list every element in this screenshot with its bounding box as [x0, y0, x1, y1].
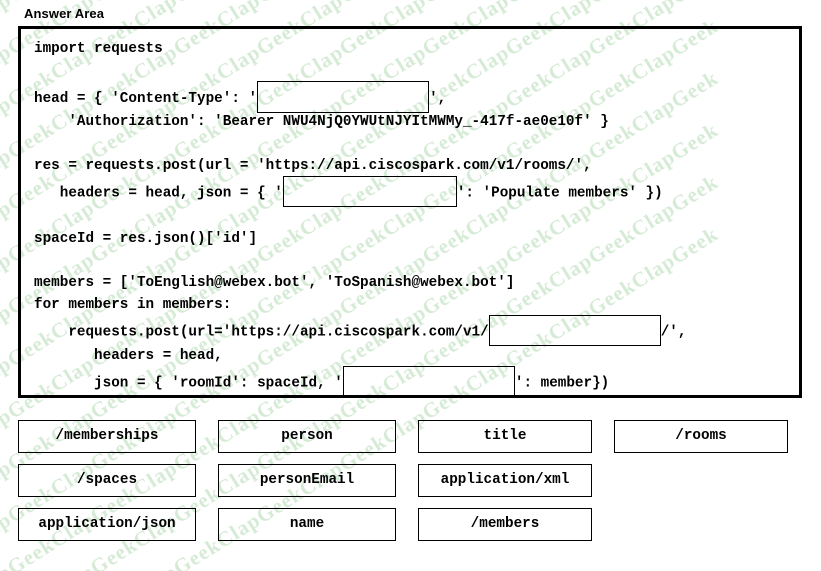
option-tile[interactable]: /spaces — [18, 464, 196, 497]
option-gap — [396, 420, 418, 453]
dropzone-3[interactable] — [488, 315, 661, 346]
code-blank-line — [34, 250, 794, 272]
option-tile[interactable]: person — [218, 420, 396, 453]
answer-options-grid: /memberships person title/rooms/spaces pers… — [18, 420, 804, 552]
code-line: res = requests.post(url = 'https://api.c… — [34, 158, 592, 174]
code-blank-line — [34, 133, 794, 155]
code-text-after-dropzone: ': member}) — [514, 375, 610, 392]
code-text-after-dropzone: /', — [660, 324, 687, 341]
option-tile[interactable]: /memberships — [18, 420, 196, 453]
code-text-before-dropzone: json = { 'roomId': spaceId, ' — [34, 375, 343, 392]
code-text-before-dropzone: head = { 'Content-Type': ' — [34, 90, 258, 107]
option-tile[interactable]: name — [218, 508, 396, 541]
code-line-with-dropzone: head = { 'Content-Type': ' ', — [34, 81, 794, 113]
option-gap — [196, 508, 218, 541]
code-line-with-dropzone: requests.post(url='https://api.ciscospar… — [34, 315, 794, 346]
option-row: application/json name/members — [18, 508, 804, 541]
code-line: for members in members: — [34, 297, 232, 313]
page-title: Answer Area — [24, 6, 105, 21]
code-line: headers = head, — [34, 348, 223, 364]
code-line: 'Authorization': 'Bearer NWU4NjQ0YWUtNJY… — [34, 114, 609, 130]
option-tile[interactable]: title — [418, 420, 592, 453]
option-tile[interactable]: application/xml — [418, 464, 592, 497]
option-tile[interactable]: personEmail — [218, 464, 396, 497]
option-tile[interactable]: /rooms — [614, 420, 788, 453]
code-line-with-dropzone: json = { 'roomId': spaceId, ' ': member}) — [34, 366, 794, 397]
option-gap — [396, 464, 418, 497]
code-text-after-dropzone: ': 'Populate members' }) — [456, 185, 663, 202]
dropzone-4[interactable] — [342, 366, 515, 397]
code-blank-line — [34, 206, 794, 228]
option-gap — [396, 508, 418, 541]
option-gap — [592, 420, 614, 453]
code-text-before-dropzone: requests.post(url='https://api.ciscospar… — [34, 324, 489, 341]
option-gap — [196, 464, 218, 497]
code-text-before-dropzone: headers = head, json = { ' — [34, 185, 283, 202]
code-block: import requests head = { 'Content-Type':… — [34, 38, 794, 397]
option-tile[interactable]: /members — [418, 508, 592, 541]
code-line: spaceId = res.json()['id'] — [34, 231, 258, 247]
code-line: members = ['ToEnglish@webex.bot', 'ToSpa… — [34, 275, 515, 291]
dropzone-1[interactable] — [257, 81, 430, 113]
dropzone-2[interactable] — [282, 176, 457, 207]
option-row: /spaces personEmail application/xml — [18, 464, 804, 497]
code-text-after-dropzone: ', — [429, 90, 447, 107]
option-gap — [196, 420, 218, 453]
code-blank-line — [34, 60, 794, 82]
code-line: import requests — [34, 41, 163, 57]
option-tile[interactable]: application/json — [18, 508, 196, 541]
code-line-with-dropzone: headers = head, json = { ' ': 'Populate m… — [34, 176, 794, 207]
option-row: /memberships person title/rooms — [18, 420, 804, 453]
